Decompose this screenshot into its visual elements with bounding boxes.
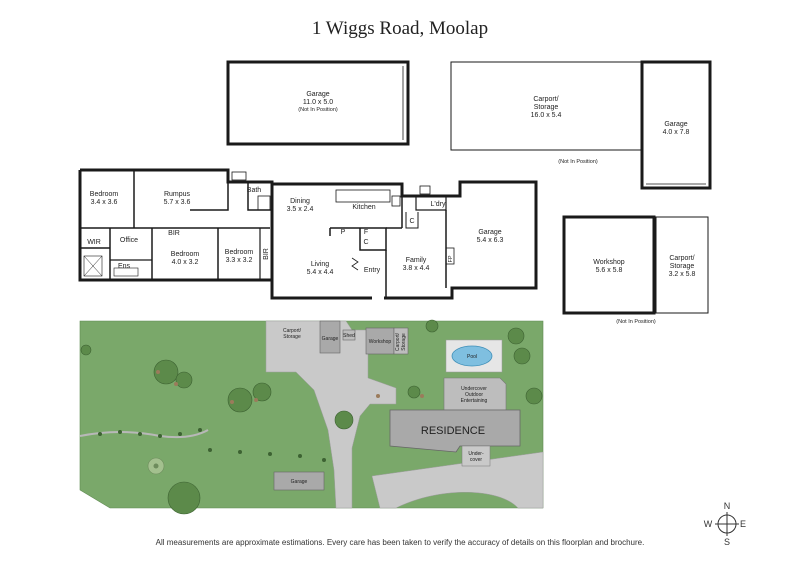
not-in-position-1: (Not In Position) bbox=[558, 159, 598, 165]
room-family-size: 3.8 x 4.4 bbox=[403, 265, 430, 272]
garage-top-note: (Not In Position) bbox=[298, 107, 338, 113]
workshop-top: Workshop 5.6 x 5.8 bbox=[562, 215, 656, 315]
site-shed: Shed bbox=[343, 333, 355, 339]
cupboard-mark-1: C bbox=[363, 239, 368, 246]
room-living-name: Living bbox=[311, 261, 329, 268]
carport-top-size: 16.0 x 5.4 bbox=[531, 112, 562, 119]
site-garage-bottom: Garage bbox=[291, 479, 308, 485]
room-family-name: Family bbox=[406, 257, 427, 264]
site-residence: RESIDENCE bbox=[421, 425, 485, 437]
room-dining-size: 3.5 x 2.4 bbox=[287, 206, 314, 213]
garage-right: Garage 4.0 x 7.8 bbox=[640, 60, 712, 190]
room-garage-size: 5.4 x 6.3 bbox=[477, 237, 504, 244]
room-labels: Bedroom 3.4 x 3.6 Rumpus 5.7 x 3.6 Bath … bbox=[87, 187, 503, 276]
page-title: 1 Wiggs Road, Moolap bbox=[311, 18, 489, 39]
carport-small-name2: Storage bbox=[670, 263, 695, 270]
room-bir-2-name: BIR bbox=[263, 248, 270, 260]
garage-top-name: Garage bbox=[306, 91, 329, 98]
room-living-size: 5.4 x 4.4 bbox=[307, 269, 334, 276]
workshop-name: Workshop bbox=[593, 259, 624, 266]
site-under-line1: Under- bbox=[468, 451, 484, 457]
room-bath-name: Bath bbox=[247, 187, 262, 194]
site-workshop: Workshop bbox=[369, 339, 392, 345]
carport-small-name1: Carport/ bbox=[669, 255, 694, 262]
room-office-name: Office bbox=[120, 237, 138, 244]
site-undercover-line3: Entertaining bbox=[461, 398, 488, 404]
carport-top-name2: Storage bbox=[534, 104, 559, 111]
room-garage-name: Garage bbox=[478, 229, 501, 236]
site-carport-line2: Storage bbox=[283, 334, 301, 340]
compass-south: S bbox=[724, 537, 730, 547]
site-plan: Carport/ Storage Garage Shed Workshop Ca… bbox=[79, 319, 544, 515]
garage-top-size: 11.0 x 5.0 bbox=[303, 99, 333, 106]
site-pool: Pool bbox=[467, 354, 477, 360]
fireplace-mark: FP bbox=[448, 255, 454, 262]
room-dining-name: Dining bbox=[290, 198, 310, 205]
site-undercover-line2: Outdoor bbox=[465, 392, 483, 398]
compass-east: E bbox=[740, 519, 746, 529]
not-in-position-2: (Not In Position) bbox=[616, 319, 656, 325]
site-undercover-line1: Undercover bbox=[461, 386, 487, 392]
carport-top-name1: Carport/ bbox=[533, 96, 558, 103]
room-rumpus-size: 5.7 x 3.6 bbox=[164, 199, 191, 206]
fridge-mark: F bbox=[364, 229, 368, 236]
cupboard-mark-2: C bbox=[409, 218, 414, 225]
site-carport-line1: Carport/ bbox=[283, 328, 302, 334]
room-rumpus-name: Rumpus bbox=[164, 191, 191, 198]
garage-top: Garage 11.0 x 5.0 (Not In Position) bbox=[226, 60, 410, 146]
carport-storage-top: Carport/ Storage 16.0 x 5.4 bbox=[450, 61, 642, 151]
room-kitchen-name: Kitchen bbox=[352, 204, 375, 211]
compass-icon: N S E W bbox=[704, 501, 746, 547]
room-bedroom-2-name: Bedroom bbox=[171, 251, 200, 258]
compass-north: N bbox=[724, 501, 731, 511]
site-carport2-line2: Storage bbox=[401, 333, 407, 351]
site-under-line2: cover bbox=[470, 457, 483, 463]
room-bedroom-1-name: Bedroom bbox=[90, 191, 119, 198]
site-garage: Garage bbox=[322, 336, 339, 342]
garage-right-name: Garage bbox=[664, 121, 687, 128]
room-bedroom-3-size: 3.3 x 3.2 bbox=[226, 257, 253, 264]
garage-right-size: 4.0 x 7.8 bbox=[663, 129, 690, 136]
carport-storage-small: Carport/ Storage 3.2 x 5.8 bbox=[655, 216, 709, 314]
room-wir-name: WIR bbox=[87, 239, 101, 246]
room-entry-name: Entry bbox=[364, 267, 381, 274]
room-bir-1-name: BIR bbox=[168, 230, 180, 237]
workshop-size: 5.6 x 5.8 bbox=[596, 267, 623, 274]
carport-small-size: 3.2 x 5.8 bbox=[669, 271, 696, 278]
compass-west: W bbox=[704, 519, 713, 529]
room-bedroom-1-size: 3.4 x 3.6 bbox=[91, 199, 118, 206]
residence-floorplan bbox=[78, 168, 538, 300]
room-laundry-name: L'dry bbox=[431, 201, 446, 208]
room-bedroom-2-size: 4.0 x 3.2 bbox=[172, 259, 199, 266]
disclaimer-text: All measurements are approximate estimat… bbox=[155, 538, 645, 547]
pantry-mark: P bbox=[341, 229, 346, 236]
room-bedroom-3-name: Bedroom bbox=[225, 249, 254, 256]
site-carport2-line1: Carport/ bbox=[395, 332, 401, 351]
room-ensuite-name: Ens bbox=[118, 263, 131, 270]
